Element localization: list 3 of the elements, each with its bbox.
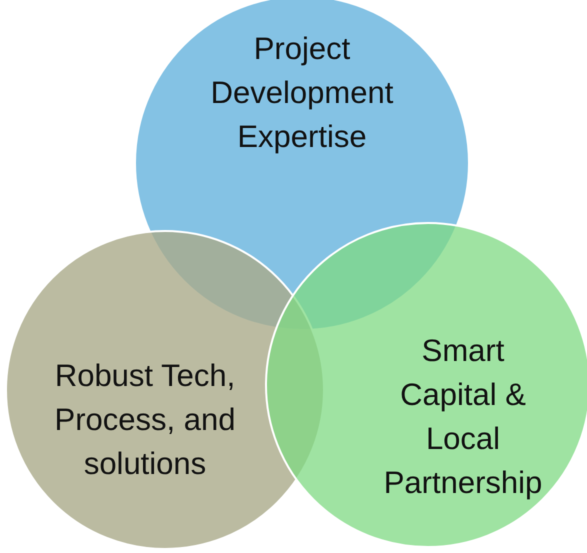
circle-label: Robust Tech, Process, and solutions [54,357,236,483]
circle-label: Project Development Expertise [210,30,394,156]
circle-label: Smart Capital & Local Partnership [382,332,544,502]
